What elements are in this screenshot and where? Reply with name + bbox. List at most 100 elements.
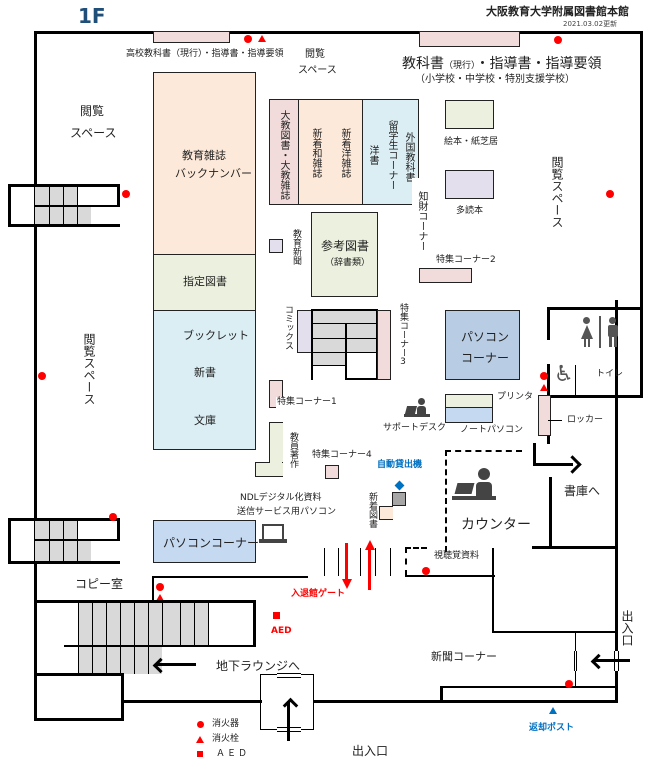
counter-area	[445, 450, 522, 552]
toilet-label: トイレ	[596, 369, 624, 379]
special-3-label: 特集コーナー3	[398, 303, 408, 367]
new-jp-mag-label: 新着和雑誌	[310, 128, 321, 178]
reading-left-label: 閲覧スペース	[82, 333, 96, 405]
fire-extinguisher-icon	[38, 372, 46, 380]
stairs-lower-left	[8, 518, 120, 564]
fire-extinguisher-icon	[554, 36, 562, 44]
self-checkout-machine	[392, 492, 406, 506]
stairs-basement	[34, 600, 256, 674]
edu-magazines-l1: 教育雑誌	[182, 149, 226, 162]
fire-hydrant-icon	[156, 594, 164, 601]
wall-bottom-right	[313, 700, 441, 703]
entry-arrow-up	[365, 540, 375, 590]
textbooks-guides: ・指導書・指導要領	[475, 56, 602, 72]
fire-extinguisher-icon	[244, 35, 252, 43]
support-desk-label: サポートデスク	[383, 423, 447, 433]
wall-copy-left-top	[152, 576, 308, 578]
wall-counter-left	[492, 548, 494, 632]
ip-corner-label: 知財コーナー	[416, 191, 427, 251]
legend-item: 消火栓	[196, 733, 276, 747]
toilet-divider	[599, 316, 601, 348]
edu-magazines-l2: バックナンバー	[175, 167, 252, 180]
bottom-left-room	[34, 673, 124, 721]
copy-room-label: コピー室	[75, 577, 124, 591]
updated-date: 2021.03.02更新	[563, 20, 618, 28]
multi-read-shelf	[445, 170, 494, 199]
self-checkout-label: 自動貸出機	[377, 460, 423, 470]
special-4-label: 特集コーナー4	[312, 450, 372, 460]
av-materials-label: 視聴覚資料	[434, 551, 480, 561]
multi-read-label: 多読本	[456, 206, 484, 216]
printer-area	[445, 394, 493, 408]
reading-right-label: 閲覧スペース	[550, 156, 564, 228]
reference-shelf	[311, 212, 378, 297]
shinsho-label: 新書	[194, 366, 216, 379]
legend-label: 消火器	[212, 719, 240, 729]
designated-books-label: 指定図書	[183, 275, 227, 288]
edu-newspaper-label: 教育新聞	[291, 229, 301, 265]
special-3-shelf	[377, 310, 391, 380]
fire-hydrant-icon	[540, 384, 548, 391]
notebook-pc-label: ノートパソコン	[460, 425, 524, 435]
fire-extinguisher-icon	[422, 567, 430, 575]
fire-hydrant-icon	[258, 35, 266, 42]
return-box-icon	[549, 707, 557, 714]
pc-corner-area	[445, 310, 520, 380]
aed-label: AED	[271, 626, 292, 636]
comics-label: コミックス	[283, 305, 293, 350]
to-basement-arrow	[152, 657, 196, 674]
reading-space-top-l2: スペース	[298, 65, 337, 76]
bunko-label: 文庫	[194, 414, 216, 427]
faculty-works-shelf	[255, 422, 283, 477]
legend-item: 消火器	[196, 718, 276, 732]
locker-pointer	[548, 420, 562, 421]
legend-triangle-icon	[196, 736, 204, 743]
entry-gate	[300, 546, 410, 578]
entrance-bottom-label: 出入口	[352, 744, 389, 758]
reference-l1: 参考図書	[321, 239, 370, 253]
intl-student-label: 留学生コーナー	[386, 120, 397, 190]
hs-textbooks-label: 高校教科書（現行）・指導書・指導要領	[126, 49, 284, 59]
support-desk-icon	[404, 398, 430, 420]
textbooks-sub-label: （小学校・中学校・特別支援学校）	[415, 74, 575, 85]
new-foreign-mag-label: 新着洋雑誌	[339, 128, 350, 178]
entrance-arrow-up	[282, 697, 299, 742]
booklet-shelf	[153, 310, 256, 450]
foreign-books-label: 洋書	[367, 145, 378, 165]
special-4-shelf	[325, 465, 339, 479]
toilet-female-icon	[580, 317, 594, 347]
to-stacks-arrow	[533, 443, 583, 474]
foreign-textbooks-label: 外国教科書	[403, 132, 414, 182]
to-stacks-label: 書庫へ	[564, 484, 601, 498]
fire-extinguisher-icon	[122, 190, 130, 198]
printer-label: プリンタ	[497, 392, 534, 402]
fire-extinguisher-icon	[540, 372, 548, 380]
pc-corner-left-label: パソコンコーナー	[163, 536, 260, 550]
aed-icon	[273, 612, 280, 619]
comics-shelf	[297, 310, 312, 353]
wall-bottom-left	[122, 700, 262, 703]
legend-square-icon	[197, 751, 203, 757]
wall-stack-left	[547, 436, 550, 444]
edu-newspaper-shelf	[269, 239, 283, 253]
entrance-right-arrow	[590, 653, 630, 670]
daikyo-label: 大教図書・大教雑誌	[278, 110, 289, 200]
legend-label: ＡＥＤ	[216, 749, 250, 759]
textbooks-label: 教科書（現行）・指導書・指導要領	[402, 57, 602, 71]
legend-label: 消火栓	[212, 734, 240, 744]
reading-space-top-l1: 閲覧	[305, 49, 325, 60]
fire-extinguisher-icon	[565, 680, 573, 688]
wall-copy-step	[152, 576, 154, 602]
edu-magazines-shelf	[153, 72, 256, 255]
locker-area	[538, 395, 551, 436]
return-box-label: 返却ポスト	[529, 723, 575, 733]
special-2-shelf	[419, 268, 472, 283]
pc-corner-l2: コーナー	[461, 351, 510, 365]
self-checkout-icon	[394, 480, 405, 491]
new-magazines-shelf	[298, 99, 363, 205]
to-basement-label: 地下ラウンジへ	[216, 659, 301, 673]
counter-staff-icon	[452, 468, 496, 504]
reference-l2: （辞書類）	[325, 258, 371, 268]
ndl-l1: NDLデジタル化資料	[240, 493, 322, 503]
booklet-label: ブックレット	[183, 329, 249, 342]
